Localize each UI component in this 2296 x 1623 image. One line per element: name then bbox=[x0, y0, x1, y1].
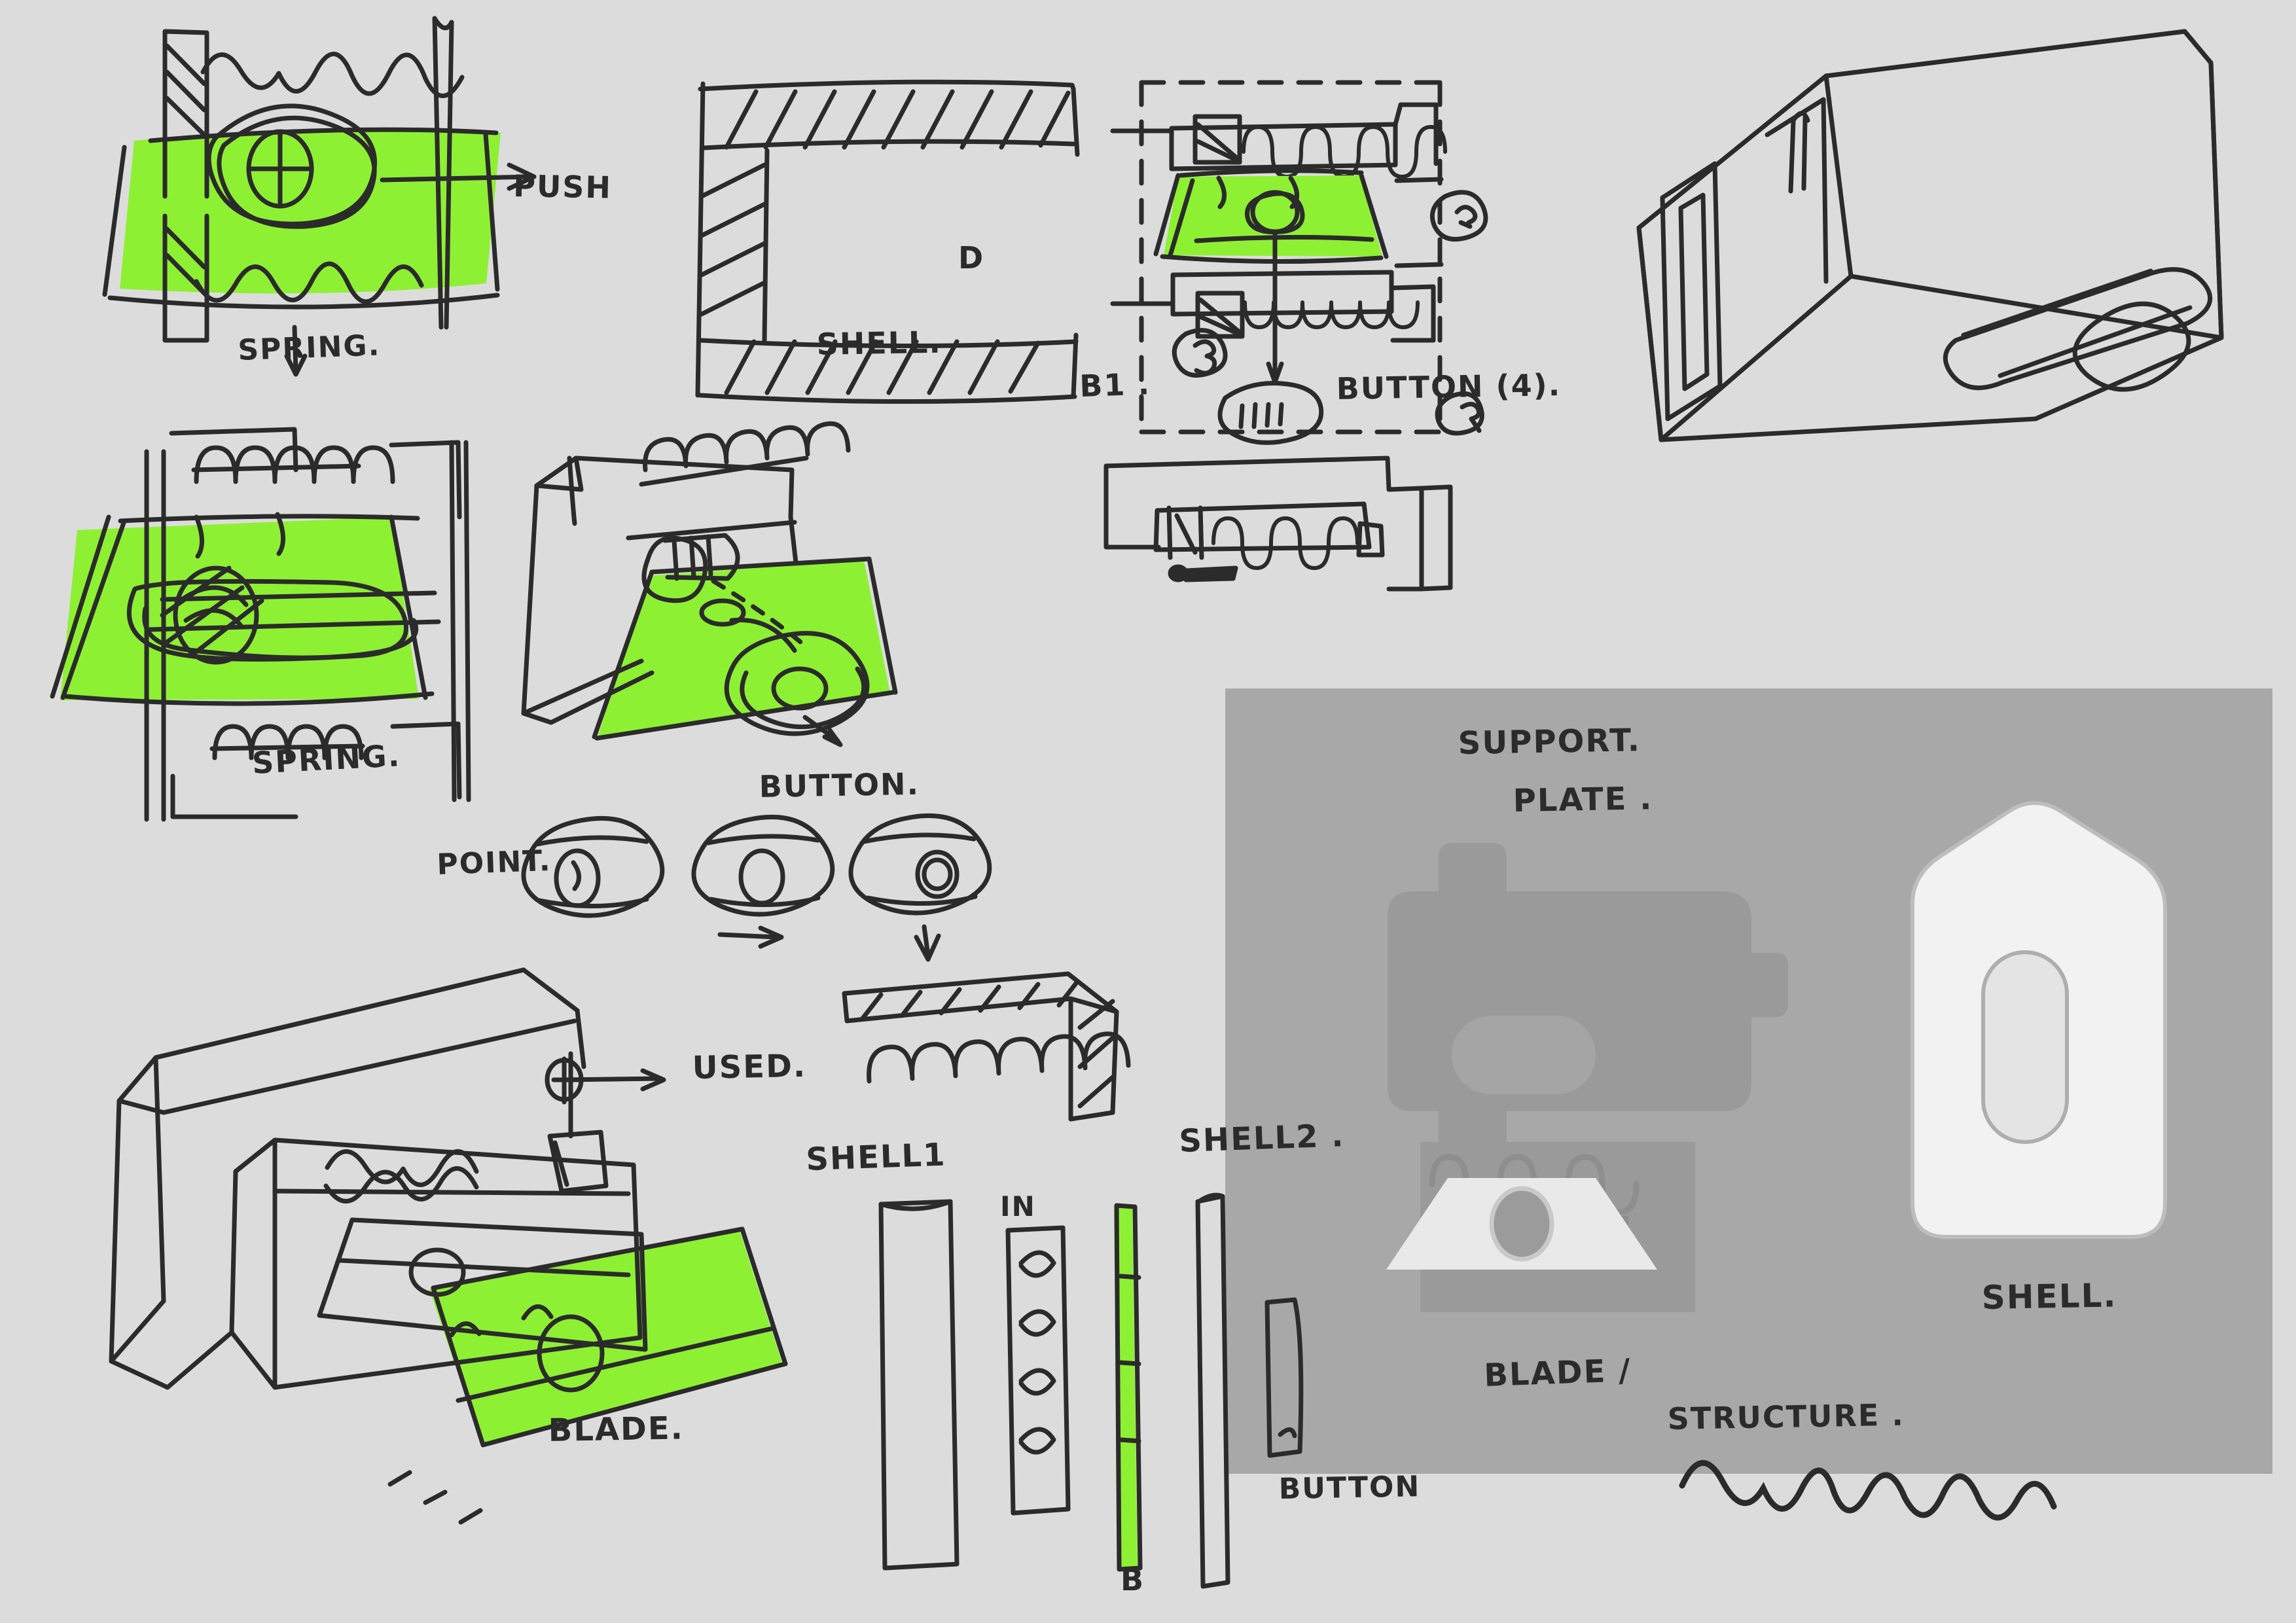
label-in: IN bbox=[1000, 1190, 1036, 1222]
sketch-spring-push bbox=[102, 16, 537, 377]
label-button-mid: BUTTON. bbox=[759, 766, 920, 804]
label-b: B bbox=[1121, 1562, 1145, 1597]
sketch-spring-assembly bbox=[50, 427, 471, 822]
label-shell2: SHELL2 . bbox=[1178, 1117, 1345, 1160]
label-point: POINT. bbox=[437, 844, 552, 882]
label-spring-mid: SPRING. bbox=[251, 738, 402, 781]
shell-render-shape bbox=[1910, 801, 2167, 1239]
sketch-parts-strip bbox=[878, 1192, 1304, 1589]
label-support-plate-1: SUPPORT. bbox=[1458, 722, 1641, 762]
sketch-used-spring-bracket bbox=[842, 971, 1131, 1122]
label-button-4: BUTTON (4). bbox=[1336, 367, 1561, 406]
blade-structure-shape bbox=[1386, 1142, 1695, 1312]
label-shell-render: SHELL. bbox=[1981, 1276, 2117, 1317]
label-d-callout: D bbox=[958, 240, 984, 276]
sketch-button-body bbox=[521, 421, 898, 747]
support-plate-shape bbox=[1388, 843, 1788, 1160]
squiggle-decoration bbox=[1679, 1460, 2057, 1521]
label-spring-top: SPRING. bbox=[238, 329, 381, 367]
sketch-blade-exploded bbox=[109, 967, 788, 1525]
label-blade-structure-2: STRUCTURE . bbox=[1667, 1397, 1905, 1436]
sketch-shell-section bbox=[695, 79, 1080, 404]
render-panel-background bbox=[1225, 688, 2272, 1474]
sketch-point-states bbox=[521, 813, 992, 962]
label-used: USED. bbox=[692, 1048, 806, 1086]
label-push: PUSH bbox=[513, 168, 613, 205]
label-blade-structure-1: BLADE / bbox=[1483, 1352, 1632, 1394]
label-shell1: SHELL1 bbox=[805, 1137, 946, 1178]
sketch-housing-3d bbox=[1636, 29, 2224, 442]
label-button-bottom: BUTTON bbox=[1278, 1470, 1420, 1506]
label-support-plate-2: PLATE . bbox=[1513, 780, 1653, 819]
label-shell-section: SHELL. bbox=[816, 325, 942, 362]
label-blade: BLADE. bbox=[548, 1410, 684, 1449]
label-b1: B1 . bbox=[1079, 366, 1151, 404]
sketch-button-assembly bbox=[1103, 80, 1488, 592]
